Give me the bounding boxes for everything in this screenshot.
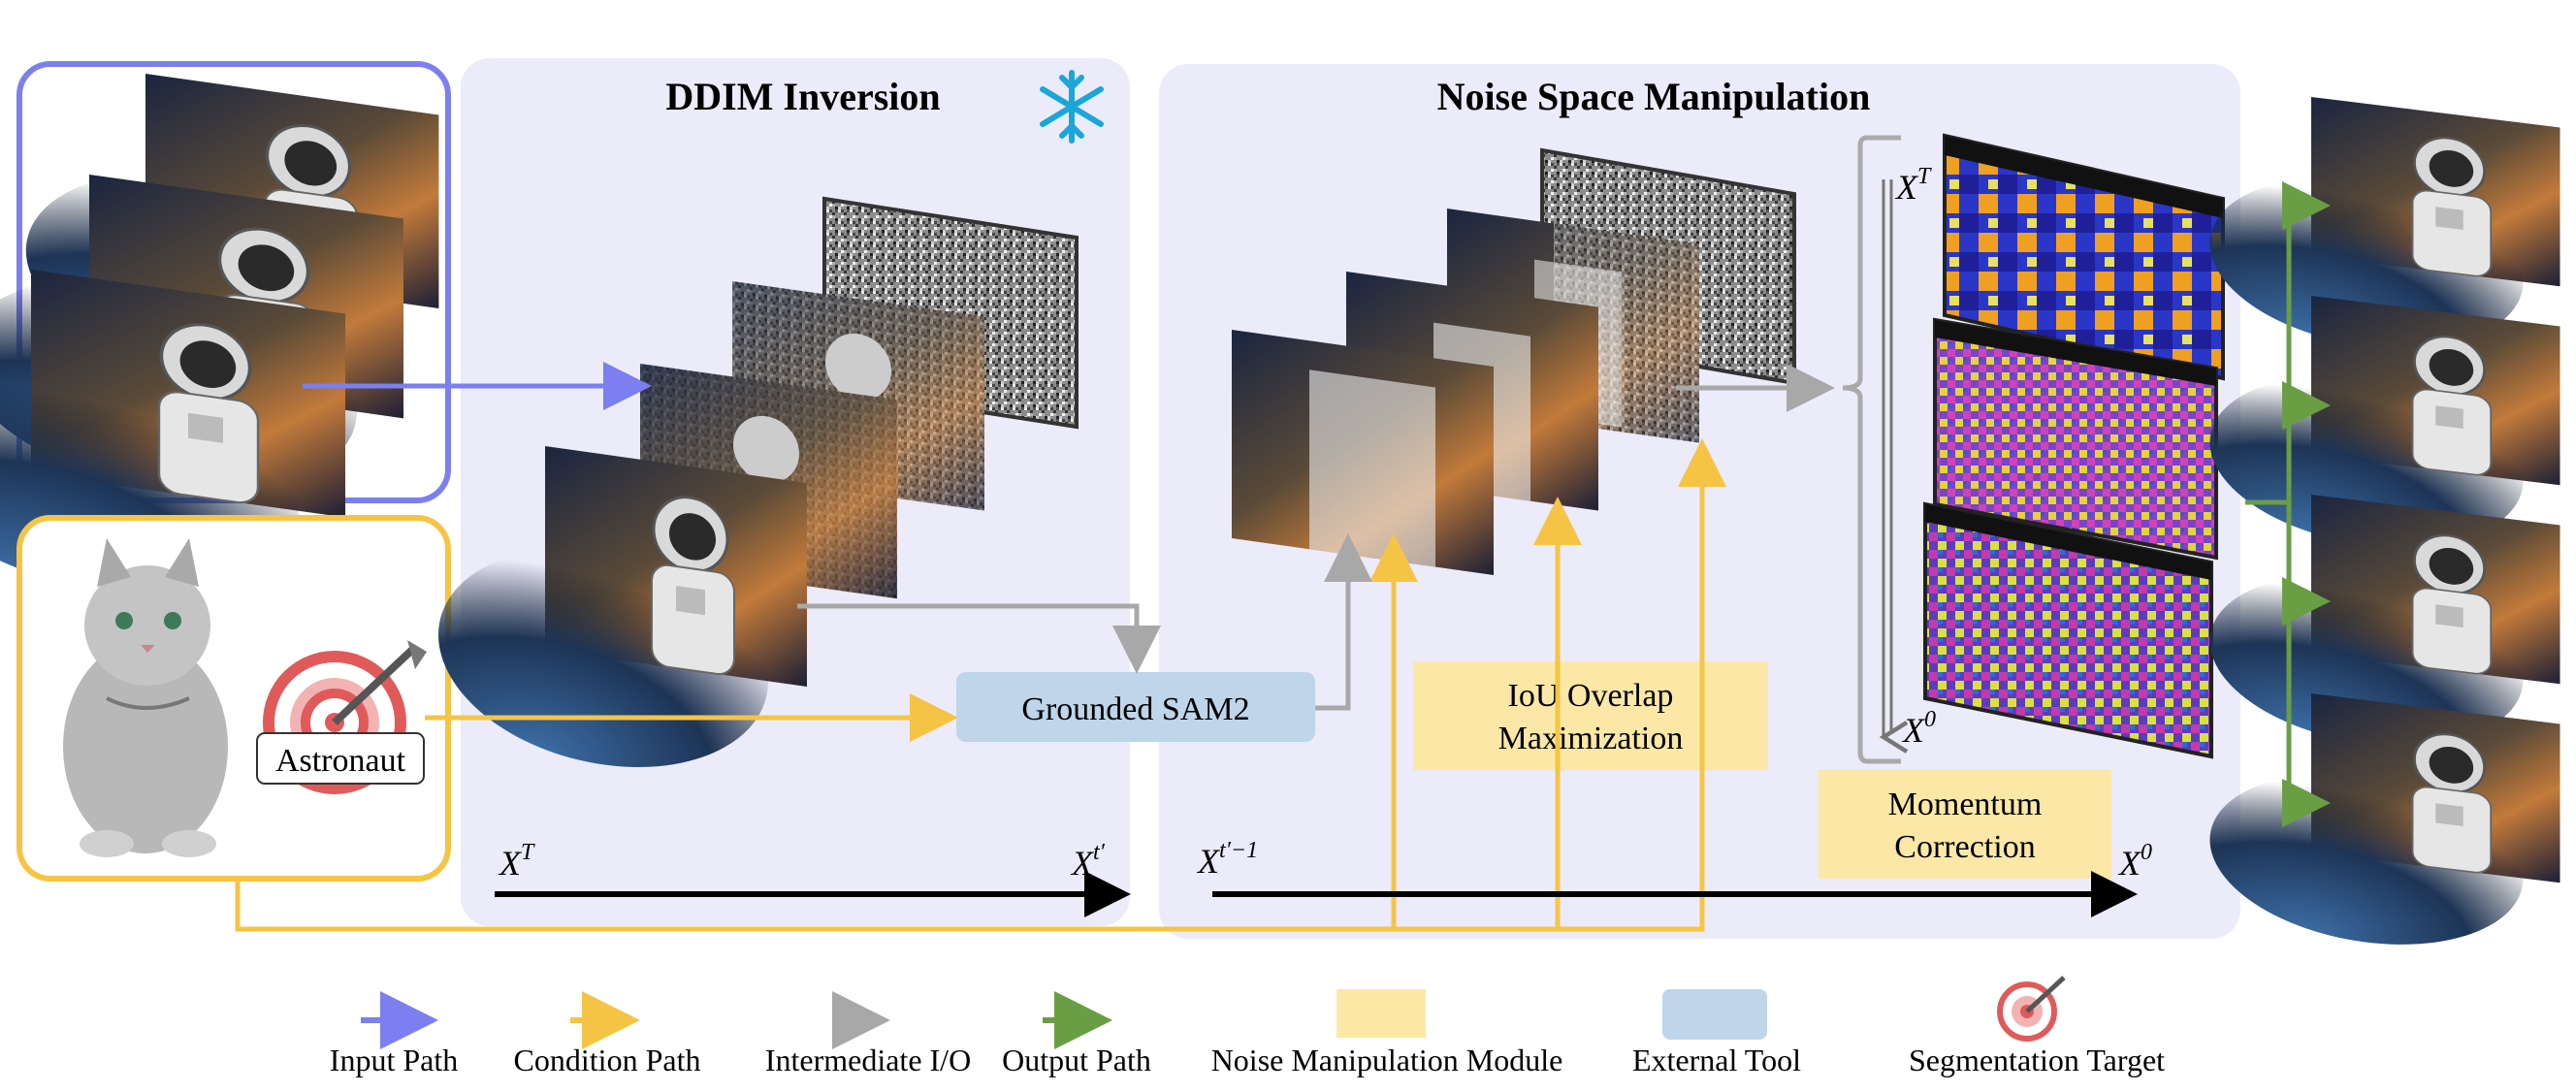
nsm-title: Noise Space Manipulation [1437, 75, 1871, 118]
legend-intermediate-io: Intermediate I/O [765, 1043, 971, 1077]
stack-bottom-label: X0 [1901, 707, 1936, 750]
legend-input-path: Input Path [330, 1043, 458, 1077]
ddim-frames [436, 281, 984, 795]
legend-target-icon [1997, 976, 2066, 1042]
grounded-sam2-label: Grounded SAM2 [1021, 691, 1249, 727]
ddim-start-label: XT [498, 840, 535, 883]
legend-output-path: Output Path [1002, 1043, 1151, 1077]
stack-top-label: XT [1894, 164, 1932, 207]
cat-image [63, 538, 228, 857]
legend-condition-path: Condition Path [514, 1043, 701, 1077]
momentum-line2: Correction [1894, 829, 2035, 865]
legend-external-tool: External Tool [1632, 1043, 1801, 1077]
snowflake-icon [1040, 70, 1104, 144]
sam-to-nsm-arrow [1315, 533, 1372, 711]
nsm-end-label: X0 [2117, 840, 2152, 883]
legend-noise-module: Noise Manipulation Module [1211, 1043, 1563, 1077]
ddim-end-label: Xt′ [1070, 840, 1106, 883]
iou-line2: Maximization [1498, 721, 1684, 756]
nsm-frames [1232, 147, 1796, 575]
stack-visualizations [1923, 133, 2225, 759]
grounded-sam2-tool [956, 672, 1315, 742]
output-image [2208, 82, 2561, 968]
iou-line1: IoU Overlap [1508, 678, 1674, 714]
target-label: Astronaut [275, 743, 406, 779]
legend: Input Path Condition Path Intermediate I… [330, 976, 2165, 1077]
output-path-arrows [2245, 181, 2331, 827]
ddim-to-sam-arrow [797, 603, 1161, 674]
legend-segmentation-target: Segmentation Target [1909, 1043, 2165, 1077]
momentum-line1: Momentum [1888, 787, 2043, 822]
stack-bracket [1842, 135, 1901, 764]
momentum-correction-module [1819, 769, 2111, 879]
nsm-start-label: Xt′−1 [1196, 838, 1258, 881]
ddim-title: DDIM Inversion [665, 75, 940, 118]
condition-bus [235, 438, 1726, 932]
iou-overlap-module [1413, 661, 1768, 770]
